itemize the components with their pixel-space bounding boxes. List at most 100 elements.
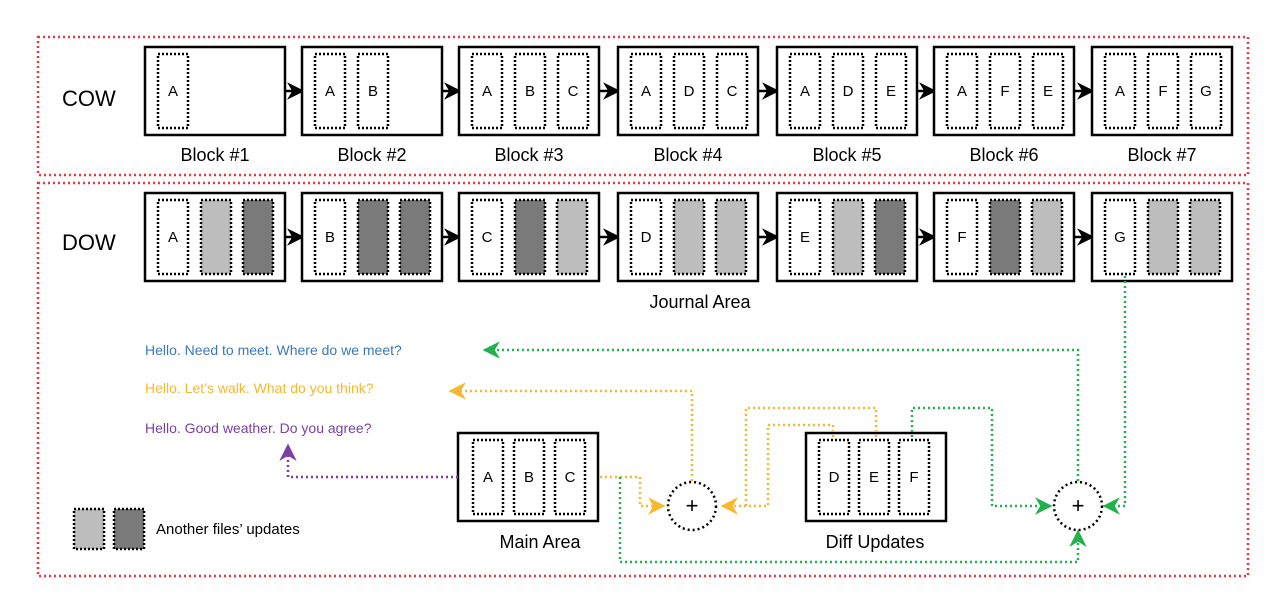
dow-slot-light-update bbox=[714, 198, 748, 276]
dow-slot-dark-update bbox=[398, 198, 432, 276]
main-area-block: A B C bbox=[456, 431, 600, 523]
dow-slot-light-update bbox=[199, 198, 233, 276]
cow-slot bbox=[1103, 52, 1137, 130]
main-area-slot bbox=[512, 438, 546, 516]
cow-slot bbox=[988, 52, 1022, 130]
dow-slot-label: G bbox=[1114, 229, 1126, 246]
cow-slot bbox=[556, 52, 590, 130]
diff-updates-slot bbox=[897, 438, 931, 516]
dow-slot-dark-update bbox=[988, 198, 1022, 276]
message-purple: Hello. Good weather. Do you agree? bbox=[145, 420, 372, 436]
cow-slot bbox=[470, 52, 504, 130]
cow-slot bbox=[356, 52, 390, 130]
cow-block-caption: Block #7 bbox=[1127, 145, 1196, 165]
cow-slot-label: E bbox=[886, 83, 896, 100]
cow-slot bbox=[788, 52, 822, 130]
dow-slot-label: C bbox=[482, 229, 493, 246]
merge-circle-right bbox=[1052, 480, 1104, 532]
dow-slot-letter bbox=[470, 198, 504, 276]
cow-slot bbox=[313, 52, 347, 130]
cow-slot-label: A bbox=[800, 83, 810, 100]
merge-circle-left bbox=[666, 480, 718, 532]
cow-slot bbox=[672, 52, 706, 130]
cow-block-caption: Block #2 bbox=[337, 145, 406, 165]
cow-slot-label: D bbox=[843, 83, 854, 100]
yellow-arrow-plus-to-message bbox=[448, 382, 694, 481]
diff-updates-slot bbox=[817, 438, 851, 516]
cow-slot bbox=[513, 52, 547, 130]
cow-slot-label: G bbox=[1200, 83, 1212, 100]
cow-slot bbox=[1031, 52, 1065, 130]
cow-block: A B Block #2 bbox=[300, 45, 444, 165]
message-yellow: Hello. Let’s walk. What do you think? bbox=[145, 380, 374, 396]
main-area-label: Main Area bbox=[499, 532, 581, 552]
dow-frame bbox=[36, 181, 1250, 578]
purple-arrow bbox=[279, 443, 458, 479]
dow-row-label: DOW bbox=[62, 230, 116, 255]
dow-slot-light-update bbox=[1146, 198, 1180, 276]
main-area-slot-label: C bbox=[565, 469, 576, 486]
dow-slot-letter bbox=[629, 198, 663, 276]
dow-block: G bbox=[1090, 191, 1234, 283]
cow-slot-label: B bbox=[368, 83, 378, 100]
dow-slot-label: F bbox=[957, 229, 966, 246]
yellow-arrow-main-to-plus bbox=[600, 475, 666, 515]
dow-block-chain: A B C D E F G bbox=[143, 191, 1234, 283]
dow-block: E bbox=[775, 191, 919, 283]
cow-frame bbox=[36, 35, 1250, 177]
cow-block-caption: Block #4 bbox=[653, 145, 722, 165]
yellow-arrow-d-to-plus bbox=[720, 423, 835, 515]
diff-updates-slot-label: E bbox=[869, 469, 879, 486]
dow-slot-dark-update bbox=[241, 198, 275, 276]
cow-slot-label: A bbox=[957, 83, 967, 100]
green-arrow-g-to-plus bbox=[1102, 276, 1127, 515]
message-blue: Hello. Need to meet. Where do we meet? bbox=[145, 342, 402, 358]
dow-slot-label: D bbox=[641, 229, 652, 246]
cow-block-caption: Block #6 bbox=[969, 145, 1038, 165]
cow-slot bbox=[715, 52, 749, 130]
dow-block: C bbox=[457, 191, 601, 283]
dow-slot-dark-update bbox=[513, 198, 547, 276]
main-area-slot bbox=[553, 438, 587, 516]
main-area-slot bbox=[471, 438, 505, 516]
diff-updates-slot-label: F bbox=[909, 469, 918, 486]
cow-slot bbox=[874, 52, 908, 130]
cow-slot-label: B bbox=[525, 83, 535, 100]
dow-slot-label: E bbox=[800, 229, 810, 246]
green-arrow-plus-to-message bbox=[482, 341, 1080, 481]
cow-slot-label: A bbox=[168, 83, 178, 100]
dow-slot-label: A bbox=[168, 229, 178, 246]
cow-slot-label: A bbox=[325, 83, 335, 100]
dow-slot-letter bbox=[788, 198, 822, 276]
merge-plus-right: + bbox=[1072, 493, 1085, 518]
cow-slot bbox=[945, 52, 979, 130]
diff-updates-label: Diff Updates bbox=[826, 532, 925, 552]
cow-slot-label: C bbox=[568, 83, 579, 100]
legend-label: Another files’ updates bbox=[156, 521, 300, 538]
dow-block: B bbox=[300, 191, 444, 283]
journal-area-label: Journal Area bbox=[649, 292, 751, 312]
main-area-slot-label: A bbox=[483, 469, 493, 486]
cow-slot bbox=[629, 52, 663, 130]
main-area-slot-label: B bbox=[524, 469, 534, 486]
dow-slot-light-update bbox=[831, 198, 865, 276]
merge-plus-left: + bbox=[686, 493, 699, 518]
dow-slot-light-update bbox=[555, 198, 589, 276]
dow-block: D bbox=[616, 191, 760, 283]
cow-slot-label: D bbox=[684, 83, 695, 100]
dow-slot-light-update bbox=[1188, 198, 1222, 276]
dow-slot-letter bbox=[313, 198, 347, 276]
cow-slot-label: A bbox=[482, 83, 492, 100]
cow-slot bbox=[831, 52, 865, 130]
cow-slot-label: E bbox=[1043, 83, 1053, 100]
cow-slot-label: A bbox=[641, 83, 651, 100]
dow-slot-letter bbox=[1103, 198, 1137, 276]
